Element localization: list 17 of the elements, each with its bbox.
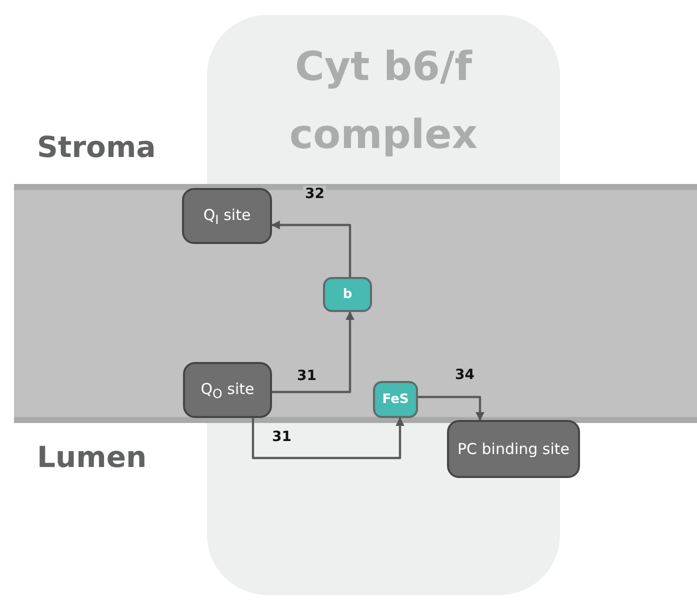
site-box — [183, 362, 272, 418]
node-label: Q$_{O}$ site — [200, 380, 254, 400]
arrow — [418, 396, 484, 421]
cofactor-box — [323, 277, 372, 312]
arrow — [271, 220, 352, 277]
cofactor-box — [373, 381, 418, 418]
arrow — [252, 417, 404, 460]
node-label: b — [342, 287, 352, 302]
complex-title: Cyt b6/f complex — [288, 43, 479, 160]
region-label: Lumen — [37, 440, 147, 474]
site-box — [447, 420, 580, 478]
arrow — [272, 311, 354, 394]
region-label: Stroma — [37, 130, 156, 164]
node-label: PC binding site — [457, 440, 570, 458]
site-box — [182, 188, 272, 244]
node-label: FeS — [382, 392, 409, 407]
node-label: Q$_{I}$ site — [203, 206, 251, 226]
